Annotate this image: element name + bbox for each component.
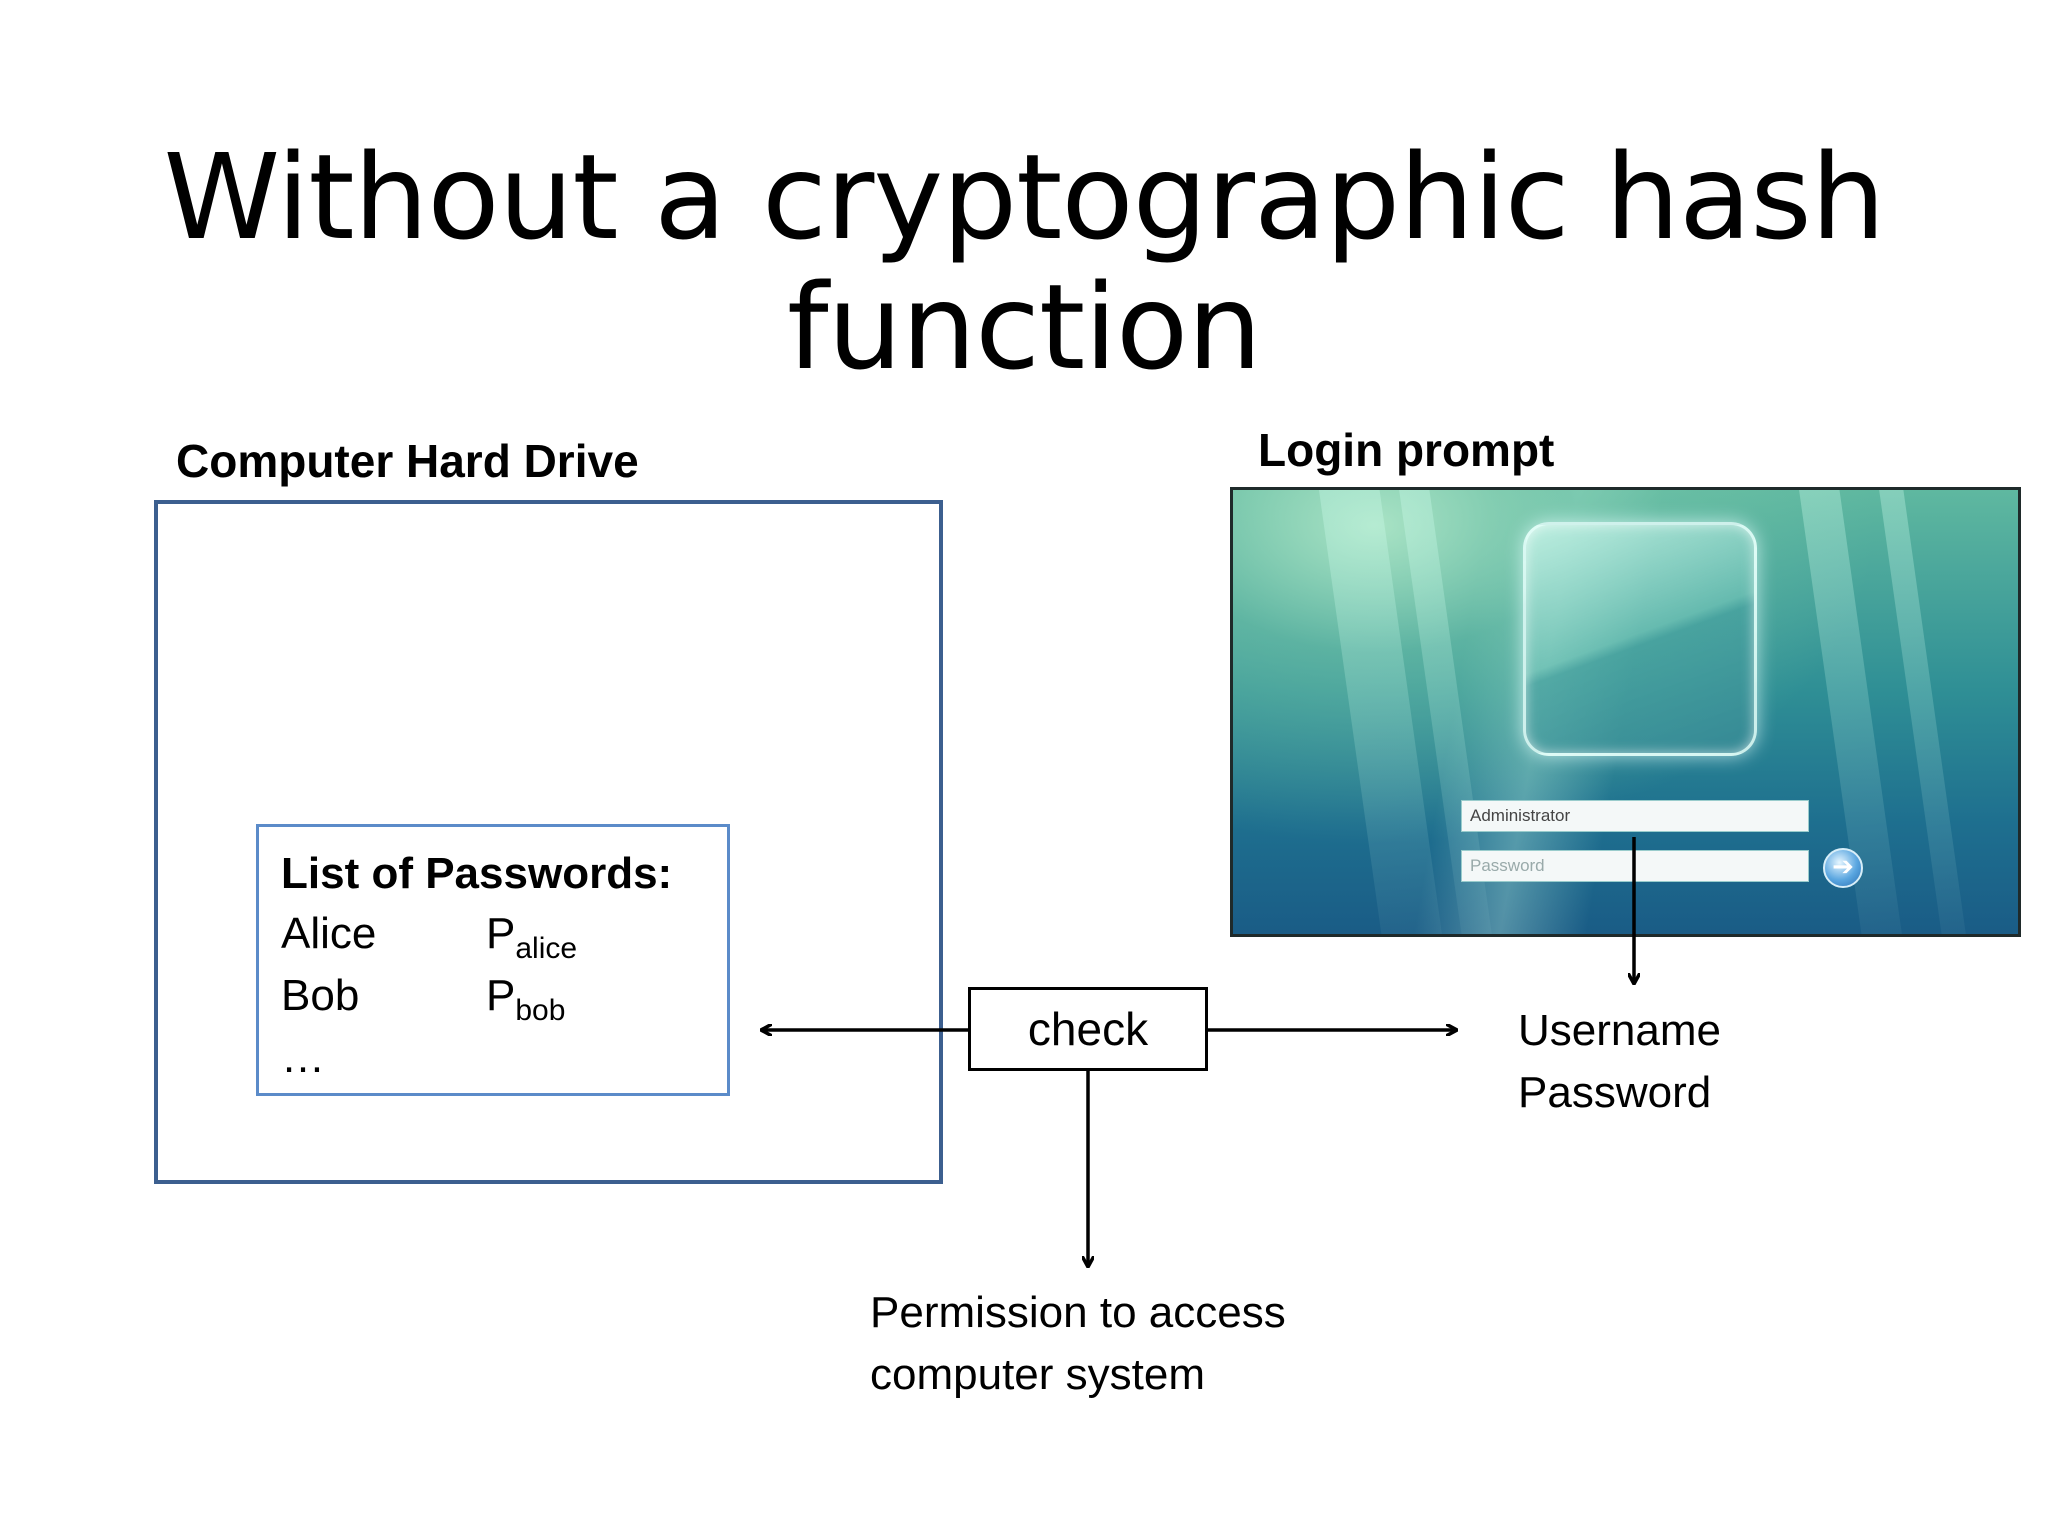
password-list-ellipsis: … [281,1033,325,1082]
entry-name: Alice [281,909,377,958]
login-prompt-label: Login prompt [1258,424,1555,476]
entry-password-subscript: alice [515,932,578,965]
username-input[interactable]: Administrator [1461,800,1809,832]
arrow-right-icon[interactable]: ➔ [1823,848,1863,888]
entry-password: Palice [486,909,578,965]
slide-title: Without a cryptographic hash function [163,128,1885,396]
password-list-heading: List of Passwords: [281,849,673,898]
entry-name: Bob [281,971,360,1020]
permission-line-1: Permission to access [870,1288,1286,1337]
password-entry-alice: Alice Palice [281,903,727,965]
login-screenshot: Administrator Password ➔ [1230,487,2021,937]
user-avatar-frame [1523,522,1757,756]
credentials-password: Password [1518,1068,1712,1117]
check-box: check [968,987,1208,1071]
password-list-box: List of Passwords: Alice Palice Bob Pbob… [256,824,730,1096]
password-entry-bob: Bob Pbob [281,965,727,1027]
credentials-username: Username [1518,1006,1721,1055]
entry-password: Pbob [486,971,566,1027]
permission-line-2: computer system [870,1350,1205,1399]
hard-drive-label: Computer Hard Drive [176,435,639,487]
hard-drive-box [154,500,943,1184]
entry-password-subscript: bob [515,994,566,1027]
